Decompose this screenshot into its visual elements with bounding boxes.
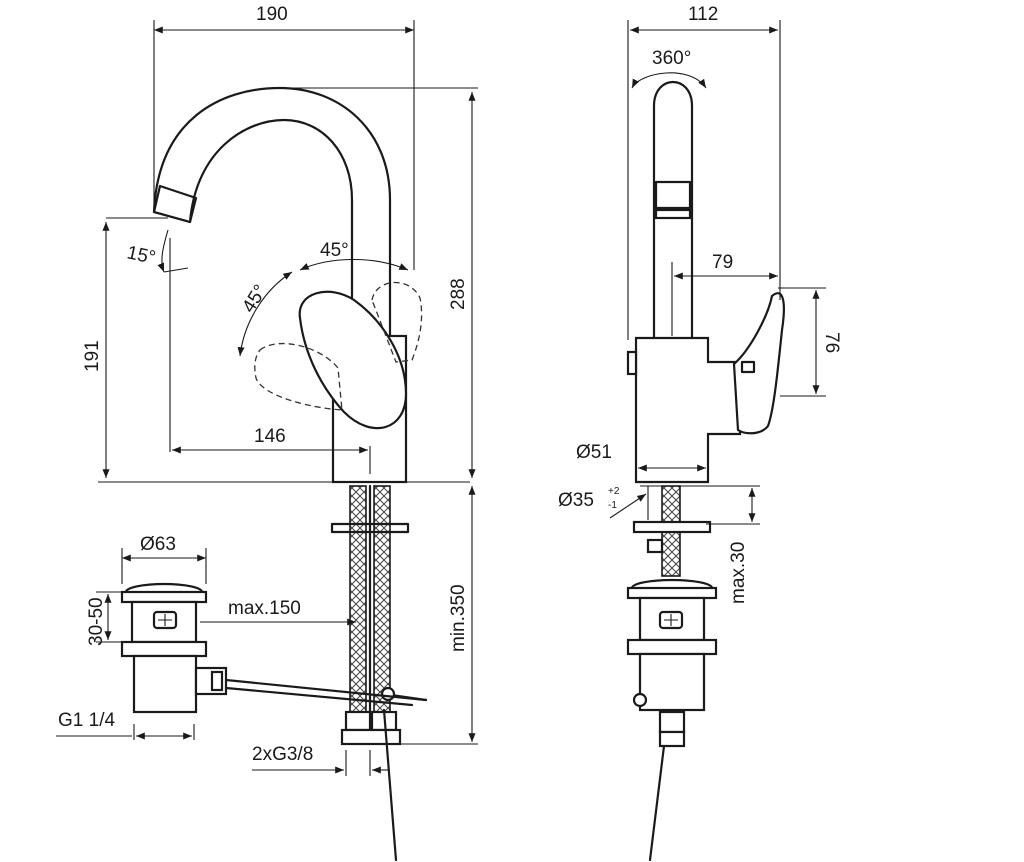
dim-waste-thread: G1 1/4	[58, 710, 115, 731]
waste-assembly	[120, 582, 428, 714]
hose-right	[373, 485, 391, 713]
dim-waste-diameter: Ø63	[140, 534, 176, 555]
dim-hole-tol-upper: +2	[608, 486, 620, 497]
dim-rotation: 360°	[652, 48, 691, 69]
lever-dashed-up	[371, 281, 423, 363]
dim-hose-length: min.350	[448, 584, 469, 652]
lever-dashed-down	[254, 342, 343, 411]
spout-tip	[152, 184, 198, 224]
dim-hose-thread: 2xG3/8	[252, 744, 313, 765]
dim-lever-reach: 79	[712, 252, 733, 273]
lever	[298, 290, 408, 430]
dim-width-total: 190	[256, 4, 288, 25]
dim-spout-height: 191	[82, 340, 103, 372]
dim-lever-up: 45°	[320, 240, 349, 261]
front-view: 190 191 288 146 15° 45° 45° min.350 Ø63 …	[56, 4, 478, 862]
dim-base-diameter: Ø51	[576, 442, 612, 463]
dim-hole-diameter: Ø35	[558, 490, 594, 511]
angle-arc-up	[299, 259, 409, 271]
dim-height-total: 288	[448, 278, 469, 310]
dim-lever-down: 45°	[238, 281, 271, 316]
angle-arc-down	[237, 271, 293, 357]
dim-spout-tilt: 15°	[125, 242, 157, 269]
dim-reach: 146	[254, 426, 286, 447]
dim-lever-height: 76	[821, 332, 842, 353]
spout-tilt-arc	[157, 229, 169, 273]
side-lever	[732, 292, 785, 435]
side-view: 360° 112 79 76 Ø51 Ø35	[558, 4, 842, 862]
spout	[152, 86, 392, 340]
dim-deck-thickness: max.30	[728, 542, 749, 604]
dim-waste-rod: max.150	[228, 598, 301, 619]
dim-depth-total: 112	[688, 4, 718, 25]
dim-waste-height: 30-50	[86, 597, 107, 646]
pull-rod	[382, 708, 398, 862]
side-body	[634, 336, 742, 484]
rotation-arc	[631, 72, 707, 89]
hose-left	[349, 485, 367, 713]
dim-hole-tol-lower: -1	[608, 500, 617, 511]
